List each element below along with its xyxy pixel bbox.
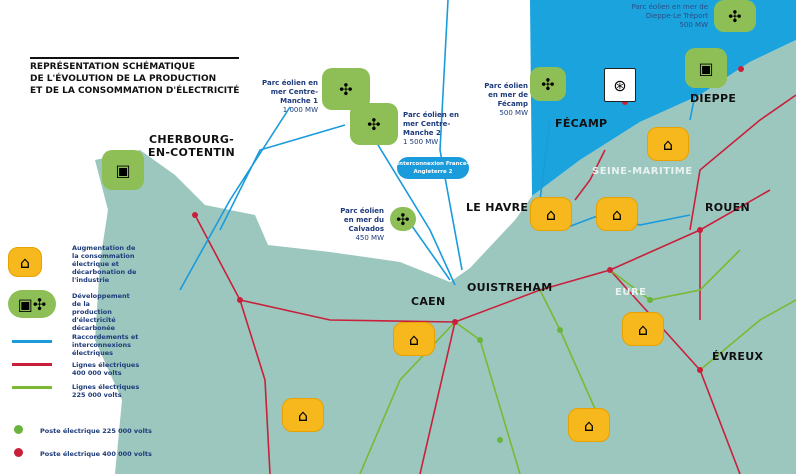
wind-turbine-icon: ✣ — [714, 0, 756, 32]
map-title: REPRÉSENTATION SCHÉMATIQUE DE L'ÉVOLUTIO… — [30, 57, 240, 97]
place-rouen: ROUEN — [705, 201, 750, 214]
legend-label: Augmentation de la consommation électriq… — [72, 244, 137, 284]
factory-icon: ⌂ — [282, 398, 324, 432]
place-caen: CAEN — [411, 295, 446, 308]
windfarm-capacity: 500 MW — [679, 21, 708, 29]
interconnection-label: Interconnexion France-Angleterre 2 — [397, 157, 469, 179]
power-plant-icon: ▣ — [685, 48, 727, 88]
legend-label: Poste électrique 400 000 volts — [40, 450, 152, 458]
title-line: REPRÉSENTATION SCHÉMATIQUE — [30, 62, 196, 72]
factory-icon: ⌂ — [622, 312, 664, 346]
place-ouistreham: OUISTREHAM — [467, 281, 553, 294]
title-line: ET DE LA CONSOMMATION D'ÉLECTRICITÉ — [30, 86, 240, 96]
legend-label: Développement de la production d'électri… — [72, 292, 130, 332]
region-seine-maritime: SEINE-MARITIME — [592, 166, 693, 177]
place-dieppe: DIEPPE — [690, 92, 737, 105]
windfarm-name: Parc éolien en mer du Calvados — [340, 207, 384, 233]
windfarm-name: Parc éolien en mer Centre-Manche 1 — [262, 79, 318, 105]
legend-green-line — [12, 386, 52, 389]
title-line: DE L'ÉVOLUTION DE LA PRODUCTION — [30, 74, 217, 84]
factory-icon: ⌂ — [393, 322, 435, 356]
legend-label: Lignes électriques 400 000 volts — [72, 361, 140, 377]
windfarm-name: Parc éolien en mer de Dieppe-Le Tréport — [631, 3, 708, 20]
legend-power-plant-wind-icon: ▣✣ — [8, 290, 56, 318]
legend-label: Raccordements et interconnexions électri… — [72, 333, 139, 357]
factory-icon: ⌂ — [596, 197, 638, 231]
legend-factory-icon: ⌂ — [8, 247, 42, 277]
place-evreux: ÉVREUX — [712, 350, 764, 363]
windfarm-capacity: 1 500 MW — [403, 138, 439, 146]
legend-green-dot — [14, 425, 23, 434]
windfarm-capacity: 450 MW — [355, 234, 384, 242]
windfarm-name: Parc éolien en mer Centre-Manche 2 — [403, 111, 459, 137]
land — [95, 40, 796, 474]
windfarm-capacity: 500 MW — [499, 109, 528, 117]
place-cherbourg: CHERBOURG- EN-COTENTIN — [148, 133, 236, 159]
sea-channel-east — [530, 0, 796, 196]
factory-icon: ⌂ — [647, 127, 689, 161]
legend-label: Poste électrique 225 000 volts — [40, 427, 152, 435]
region-eure: EURE — [615, 287, 647, 298]
legend-red-line — [12, 363, 52, 366]
windfarm-name: Parc éolien en mer de Fécamp — [484, 82, 528, 108]
place-fecamp: FÉCAMP — [555, 117, 608, 130]
legend-blue-line — [12, 340, 52, 343]
wind-turbine-icon: ✣ — [350, 103, 398, 145]
legend-red-dot — [14, 448, 23, 457]
wind-turbine-icon: ✣ — [530, 67, 566, 101]
power-plant-icon: ▣ — [102, 150, 144, 190]
factory-icon: ⌂ — [568, 408, 610, 442]
legend-label: Lignes électriques 225 000 volts — [72, 383, 140, 399]
place-le-havre: LE HAVRE — [466, 201, 529, 214]
factory-icon: ⌂ — [530, 197, 572, 231]
power-plant-icon: ⊛ — [604, 68, 636, 102]
windfarm-capacity: 1 000 MW — [282, 106, 318, 114]
line-raccordement — [179, 0, 701, 291]
wind-turbine-icon: ✣ — [390, 207, 416, 231]
